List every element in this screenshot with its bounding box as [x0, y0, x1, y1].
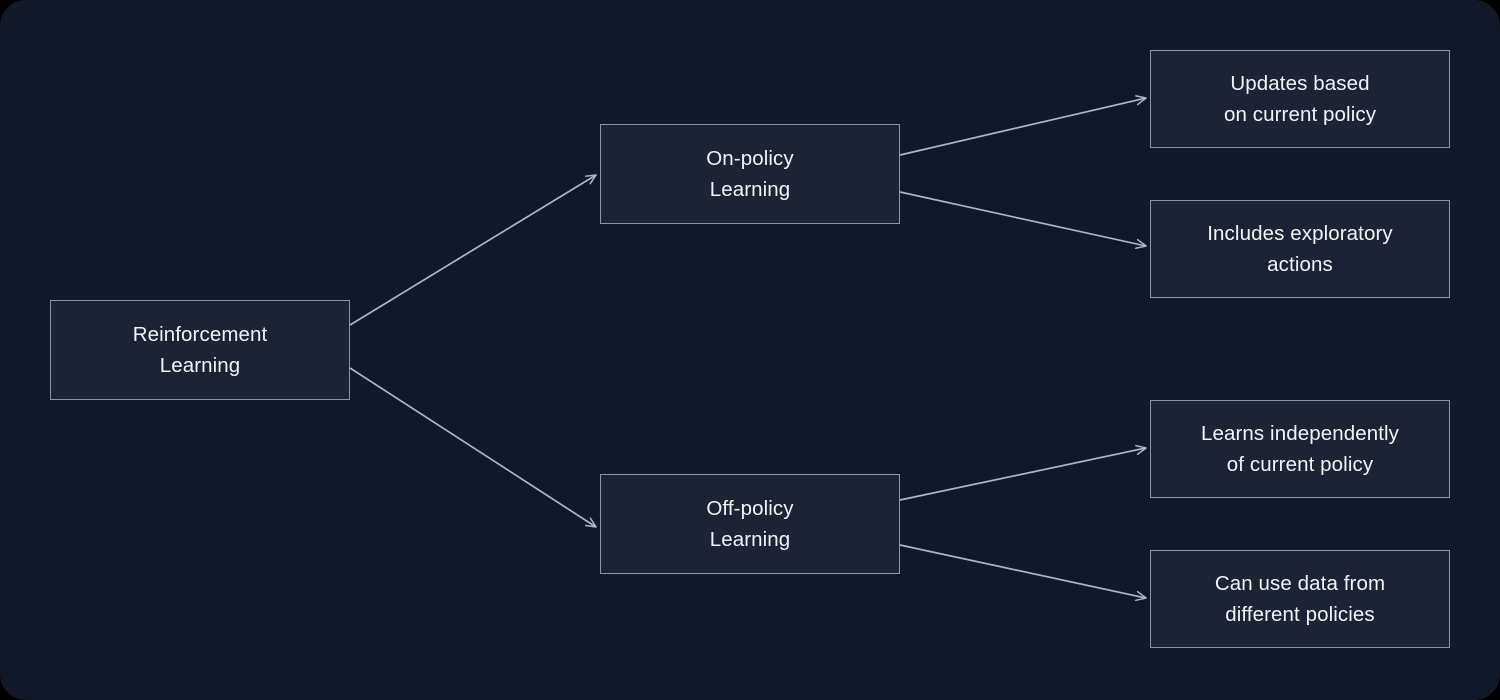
- node-label: Can use data from different policies: [1214, 572, 1386, 626]
- node-on-policy-learning[interactable]: On-policy Learning: [600, 124, 900, 224]
- node-can-use-data-from-different-policies[interactable]: Can use data from different policies: [1150, 550, 1450, 648]
- node-includes-exploratory-actions[interactable]: Includes exploratory actions: [1150, 200, 1450, 298]
- node-learns-independently-of-current-policy[interactable]: Learns independently of current policy: [1150, 400, 1450, 498]
- node-label: Reinforcement Learning: [132, 323, 268, 377]
- node-label: On-policy Learning: [706, 147, 794, 201]
- edge-root-to-off-policy: [349, 367, 596, 527]
- edge-off-policy-to-learns-independently: [899, 448, 1146, 501]
- node-reinforcement-learning[interactable]: Reinforcement Learning: [50, 300, 350, 400]
- edge-on-policy-to-includes-exploratory: [899, 191, 1146, 246]
- node-updates-based-on-current-policy[interactable]: Updates based on current policy: [1150, 50, 1450, 148]
- node-off-policy-learning[interactable]: Off-policy Learning: [600, 474, 900, 574]
- node-label: Updates based on current policy: [1223, 72, 1377, 126]
- node-label: Off-policy Learning: [706, 497, 794, 551]
- node-label: Includes exploratory actions: [1207, 222, 1393, 276]
- edge-off-policy-to-can-use-data: [899, 544, 1146, 598]
- edge-root-to-on-policy: [349, 175, 596, 326]
- edge-on-policy-to-updates-based: [899, 98, 1146, 156]
- node-label: Learns independently of current policy: [1200, 422, 1400, 476]
